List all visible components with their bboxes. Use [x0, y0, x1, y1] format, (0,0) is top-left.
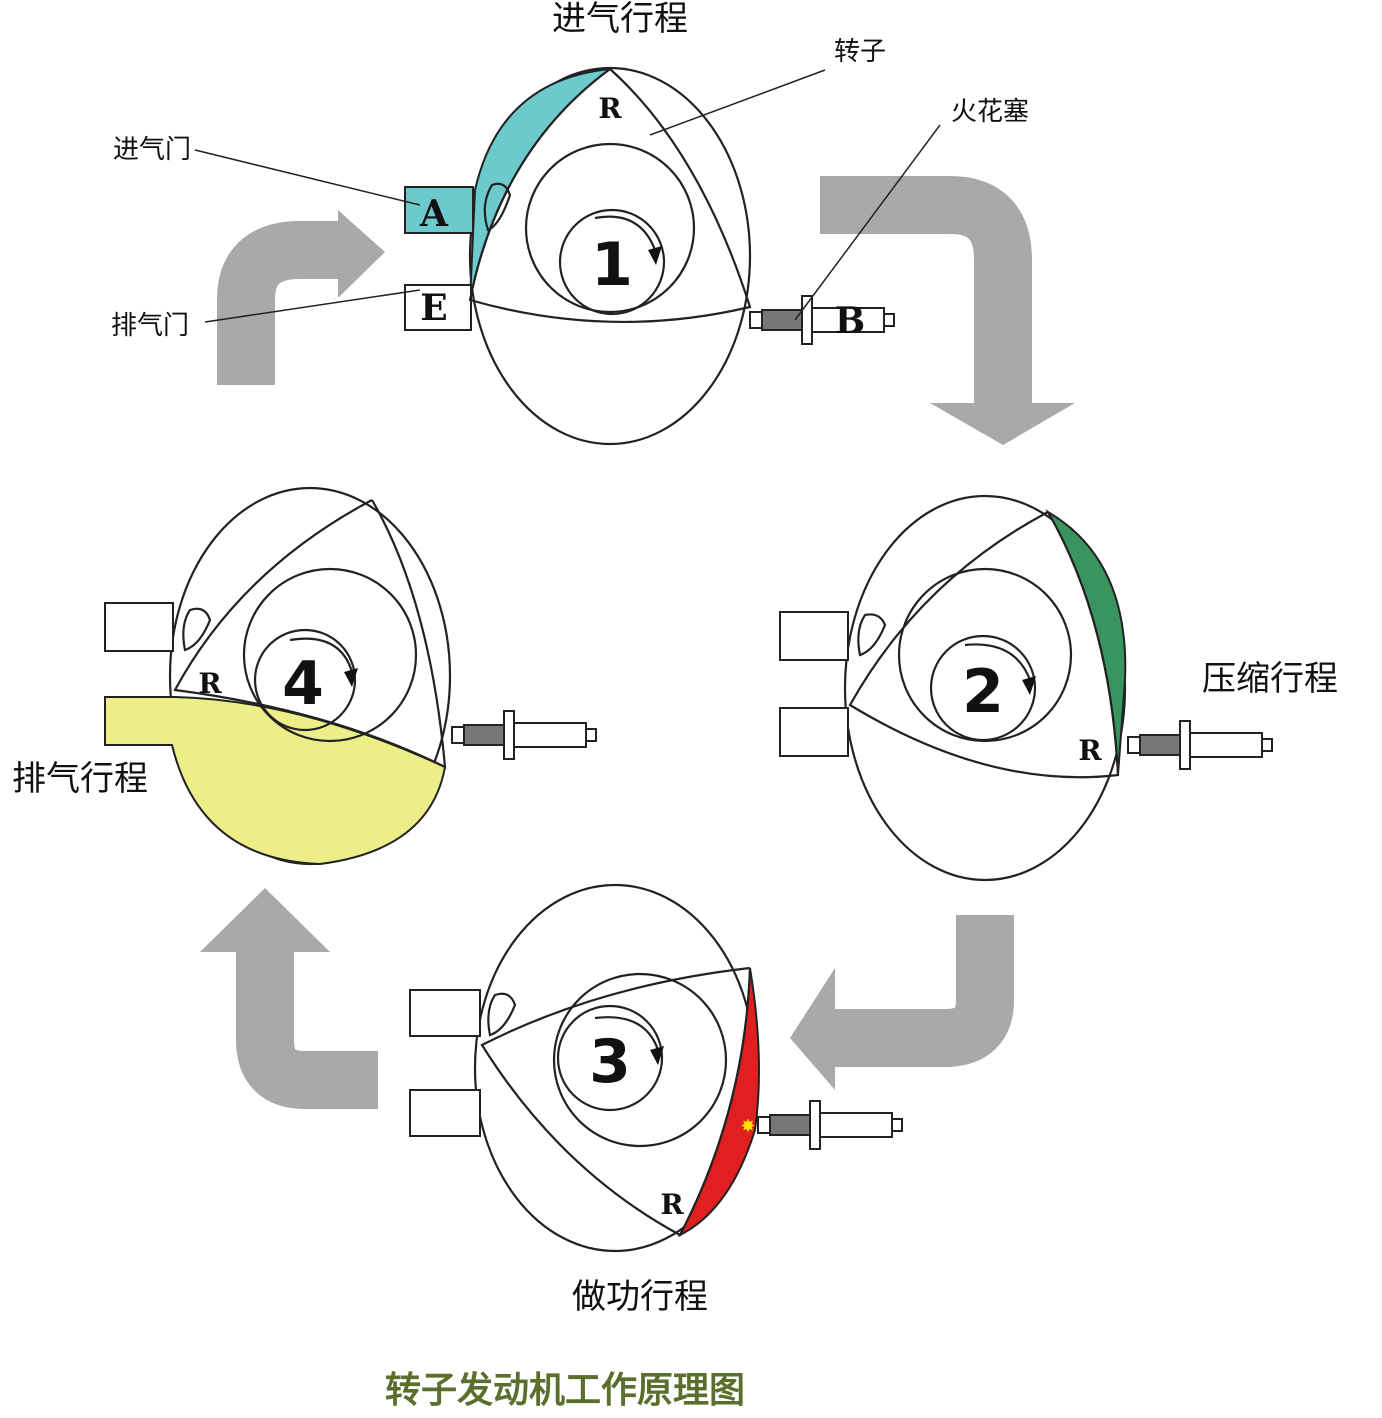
engine-power: 3 R ✸ [409, 883, 903, 1253]
label-exhaust-stroke: 排气行程 [12, 759, 148, 799]
spark-plug [451, 710, 597, 760]
label-spark-plug: 火花塞 [951, 97, 1029, 127]
exhaust-port [409, 1089, 481, 1137]
exhaust-port [779, 707, 849, 757]
rotor-letter: R [1078, 734, 1102, 767]
spark-plug [757, 1100, 903, 1150]
spark-plug [1127, 720, 1273, 770]
spark-plug [749, 295, 895, 345]
diagram-title: 转子发动机工作原理图 [385, 1370, 745, 1411]
intake-letter: A [419, 193, 449, 235]
label-compression-stroke: 压缩行程 [1202, 659, 1338, 699]
exhaust-chamber-fill [104, 696, 447, 866]
label-power-stroke: 做功行程 [572, 1277, 708, 1317]
step-number-2: 2 [962, 657, 1004, 727]
rotor-letter: R [660, 1188, 684, 1221]
label-rotor: 转子 [834, 37, 886, 67]
intake-port [104, 602, 174, 652]
leader-lines [194, 69, 941, 323]
exhaust-port [404, 284, 472, 331]
rotor-letter: R [598, 92, 622, 125]
intake-port [779, 611, 849, 661]
rotor-letter: R [198, 667, 222, 700]
plug-letter: B [835, 300, 865, 342]
spark-icon: ✸ [740, 1116, 755, 1136]
arrow-step4-to-1 [217, 210, 385, 385]
intake-port [409, 989, 481, 1037]
step-number-3: 3 [589, 1027, 631, 1097]
engine-intake: 1 R A E B [404, 66, 895, 446]
step-number-4: 4 [282, 649, 324, 719]
step-number-1: 1 [591, 230, 633, 300]
label-exhaust-valve: 排气门 [111, 311, 189, 341]
arrow-step3-to-4 [200, 888, 378, 1109]
label-intake-valve: 进气门 [113, 135, 191, 165]
engine-compression: 2 R [779, 494, 1273, 882]
intake-port [404, 186, 474, 234]
exhaust-letter: E [420, 287, 447, 329]
label-intake-stroke: 进气行程 [552, 0, 688, 39]
engine-exhaust: 4 R [104, 486, 597, 866]
arrow-step2-to-3 [790, 915, 1014, 1090]
arrow-step1-to-2 [820, 176, 1075, 445]
